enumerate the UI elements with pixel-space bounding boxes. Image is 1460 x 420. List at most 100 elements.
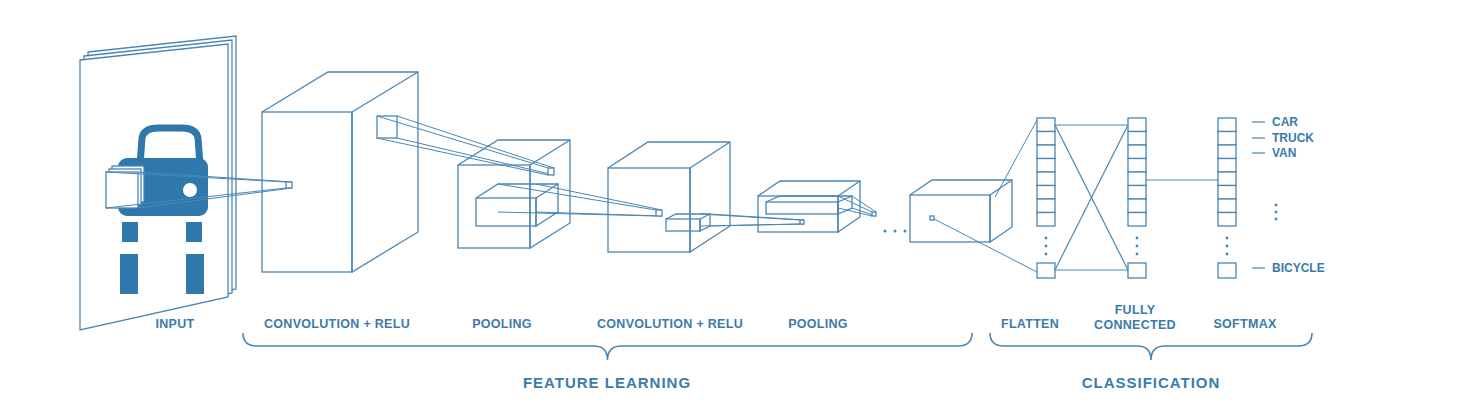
pooling-volume xyxy=(530,140,570,165)
vector-cell xyxy=(1128,213,1146,227)
layer-label: POOLING xyxy=(470,317,534,332)
grouping-brace xyxy=(990,333,1312,360)
vector-cell xyxy=(1037,172,1055,186)
ellipsis-dot xyxy=(894,230,897,233)
convolution-window xyxy=(666,214,710,231)
layer-shape xyxy=(1037,118,1055,278)
vector-cell xyxy=(1218,172,1236,186)
ellipsis-dot xyxy=(1136,245,1139,248)
layer-shape xyxy=(608,142,730,252)
vector-cell xyxy=(1128,132,1146,146)
convolution-volume xyxy=(608,168,690,252)
car-headlight xyxy=(183,183,197,197)
vector-cell xyxy=(1128,186,1146,200)
grouping-brace xyxy=(243,333,972,360)
ellipsis-dot xyxy=(884,230,887,233)
receptive-field-line xyxy=(106,188,286,208)
convolution-window xyxy=(377,116,397,138)
input-image-page xyxy=(80,44,228,330)
car-wheel xyxy=(120,254,138,294)
layer-node: FULLY CONNECTED xyxy=(1128,118,1146,278)
filter-window xyxy=(106,172,138,208)
layer-label: POOLING xyxy=(786,317,850,332)
ellipsis-dot xyxy=(1226,245,1229,248)
pooling-window xyxy=(766,196,852,214)
vector-cell xyxy=(1128,172,1146,186)
section-title: CLASSIFICATION xyxy=(1080,374,1223,392)
receptive-field-line xyxy=(498,184,656,210)
ellipsis-dot xyxy=(1045,237,1048,240)
class-label: VAN xyxy=(1270,146,1298,160)
layer-node: SOFTMAX xyxy=(1218,118,1236,278)
convolution-volume xyxy=(608,142,730,252)
vector-cell xyxy=(1128,145,1146,159)
feature-point xyxy=(548,168,554,175)
pooling-volume xyxy=(758,181,860,232)
receptive-field-line xyxy=(838,208,872,216)
feature-point xyxy=(872,212,876,216)
layer-shape xyxy=(1128,118,1146,278)
car-bumper xyxy=(122,222,138,242)
layer-node: CONVOLUTION + RELU xyxy=(262,72,418,272)
class-label: CAR xyxy=(1270,115,1300,129)
receptive-field-line xyxy=(838,196,872,212)
ellipsis-dot xyxy=(1136,237,1139,240)
layer-label: CONVOLUTION + RELU xyxy=(262,317,412,332)
feature-point xyxy=(286,182,292,188)
vector-cell xyxy=(1128,263,1146,278)
feature-point xyxy=(930,216,934,220)
pooling-window xyxy=(766,202,838,214)
layer-node: CONVOLUTION + RELU xyxy=(608,142,730,252)
layer-label: INPUT xyxy=(154,317,197,332)
vector-cell xyxy=(1037,145,1055,159)
class-tick xyxy=(1252,267,1265,268)
layer-node: POOLING xyxy=(758,181,860,232)
convolution-volume xyxy=(262,72,418,272)
convolution-volume xyxy=(352,72,418,112)
vector-cell xyxy=(1037,263,1055,278)
pooling-volume xyxy=(458,165,530,248)
layer-label: FULLY CONNECTED xyxy=(1087,303,1183,333)
feature-point xyxy=(800,220,804,224)
class-label: BICYCLE xyxy=(1270,261,1327,275)
dense-connection-line xyxy=(1055,269,1128,270)
vector-cell xyxy=(1037,213,1055,227)
layer-shape xyxy=(70,36,236,336)
layer-label: FLATTEN xyxy=(999,317,1061,332)
layer-connector xyxy=(1146,179,1218,180)
pooling-volume xyxy=(758,196,838,232)
vector-cell xyxy=(1037,132,1055,146)
ellipsis-dot xyxy=(904,230,907,233)
receptive-field-line xyxy=(377,138,548,175)
convolution-volume xyxy=(262,112,352,272)
receptive-field-line xyxy=(138,172,292,182)
ellipsis-dot xyxy=(1226,237,1229,240)
receptive-field-line xyxy=(710,224,804,226)
vector-cell xyxy=(1218,145,1236,159)
receptive-field-line xyxy=(710,214,804,220)
vector-cell xyxy=(1037,199,1055,213)
layer-shape xyxy=(262,72,418,272)
layer-shape xyxy=(758,181,860,232)
car-wheel xyxy=(186,254,204,294)
receptive-field-line xyxy=(397,116,554,168)
pooling-window xyxy=(476,198,536,226)
vector-cell xyxy=(1037,159,1055,173)
vector-cell xyxy=(1218,159,1236,173)
pooling-volume xyxy=(458,140,570,248)
convolution-window xyxy=(700,214,710,219)
section-title: FEATURE LEARNING xyxy=(521,374,693,392)
ellipsis-dot xyxy=(1275,218,1278,221)
pooling-volume xyxy=(838,181,860,196)
receptive-field-line xyxy=(498,212,656,216)
class-tick xyxy=(1252,152,1265,153)
convolution-window xyxy=(666,219,700,231)
car-bumper xyxy=(186,222,202,242)
vector-cell xyxy=(1218,186,1236,200)
vector-cell xyxy=(1128,199,1146,213)
flatten-projection-line xyxy=(934,219,1037,272)
pooling-window xyxy=(536,184,558,198)
